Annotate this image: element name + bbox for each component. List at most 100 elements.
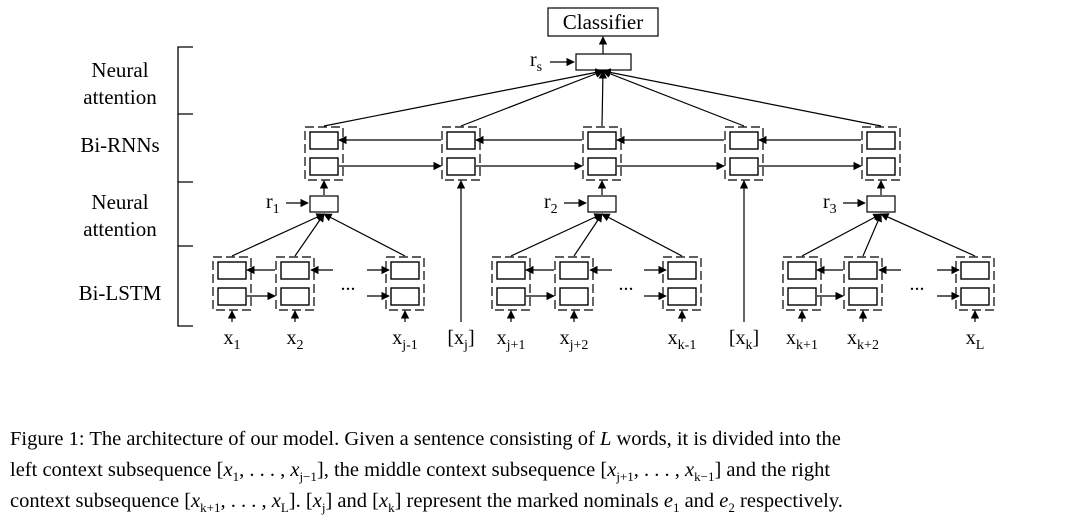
lstm-group-3-block-3-frame — [955, 256, 995, 311]
token-10: xk+2 — [847, 327, 879, 353]
lstm-to-r-arrow — [880, 213, 976, 257]
level-label-bi-rnns: Bi-RNNs — [80, 133, 159, 157]
rnn-to-rs-arrow — [602, 68, 882, 127]
lstm-group-3-block-1-frame — [782, 256, 822, 311]
lstm-group-3-block-1-backward-cell — [787, 261, 817, 280]
r2-label: r2 — [544, 191, 558, 217]
r-label-sub: 2 — [551, 202, 558, 217]
lstm-to-r-arrow — [601, 213, 683, 257]
lstm-group-1-block-1-forward-cell — [217, 287, 247, 306]
token-base: x — [287, 327, 297, 349]
rnn-block-4-frame — [724, 126, 764, 181]
token-9: xk+1 — [786, 327, 818, 353]
caption-math: x — [223, 459, 233, 481]
r2-box — [587, 195, 617, 213]
caption-text: respectively. — [734, 490, 843, 512]
caption-line-3: context subsequence [xk+1, . . . , xL]. … — [10, 486, 1072, 517]
token-2: x2 — [287, 327, 304, 353]
lstm-group-2-block-3-forward-cell — [667, 287, 697, 306]
lstm-group-3-block-3-forward-cell — [960, 287, 990, 306]
level-label-attention-bottom-1: Neural — [91, 190, 148, 214]
token-sub: j — [463, 338, 468, 353]
lstm-group-1-block-1-backward-cell — [217, 261, 247, 280]
token-sub: 2 — [297, 338, 304, 353]
token-sub: j-1 — [401, 338, 418, 353]
rs-box — [575, 53, 632, 71]
lstm-group-1-block-2-backward-cell — [280, 261, 310, 280]
lstm-group-2-block-3-backward-cell — [667, 261, 697, 280]
token-base: x — [668, 327, 678, 349]
r1-label: r1 — [266, 191, 280, 217]
lstm-ellipsis: ... — [341, 273, 356, 295]
caption-text: ]. [ — [288, 490, 313, 512]
figure-caption: Figure 1: The architecture of our model.… — [10, 424, 1072, 517]
rnn-block-1-forward-cell — [309, 157, 339, 176]
token-sub: k — [746, 338, 753, 353]
lstm-group-2-block-2-backward-cell — [559, 261, 589, 280]
caption-math-sub: 1 — [672, 500, 680, 516]
caption-text: ], the middle context subsequence [ — [316, 459, 608, 481]
rnn-block-3-backward-cell — [587, 131, 617, 150]
rnn-block-5-backward-cell — [866, 131, 896, 150]
token-base: [x — [447, 327, 464, 349]
caption-math: e — [719, 490, 729, 512]
level-label-attention-top-2: attention — [83, 85, 157, 109]
rnn-block-3-forward-cell — [587, 157, 617, 176]
caption-math-sub: 2 — [728, 500, 735, 516]
lstm-to-r-arrow — [323, 213, 406, 257]
rnn-to-rs-arrow — [602, 69, 745, 127]
lstm-group-3-block-1-forward-cell — [787, 287, 817, 306]
lstm-group-1-block-3-backward-cell — [390, 261, 420, 280]
rs-label-base: r — [530, 49, 537, 71]
level-label-bi-lstm: Bi-LSTM — [79, 281, 162, 305]
caption-math-sub: j — [321, 500, 326, 516]
token-sub: k+2 — [857, 338, 879, 353]
level-label-attention-top-1: Neural — [91, 58, 148, 82]
rnn-block-3-frame — [582, 126, 622, 181]
lstm-group-3-block-3-backward-cell — [960, 261, 990, 280]
r1-box — [309, 195, 339, 213]
token-sub: k+1 — [796, 338, 818, 353]
caption-math-sub: k−1 — [694, 469, 715, 485]
caption-text: ] and [ — [325, 490, 379, 512]
rnn-block-2-frame — [441, 126, 481, 181]
token-5: xj+1 — [497, 327, 526, 353]
lstm-group-3-block-2-forward-cell — [848, 287, 878, 306]
token-base: [x — [729, 327, 746, 349]
rnn-block-1-backward-cell — [309, 131, 339, 150]
lstm-to-r-arrow — [862, 213, 882, 257]
token-8: [xk] — [729, 327, 759, 353]
lstm-group-1-block-2-forward-cell — [280, 287, 310, 306]
caption-text: and — [679, 490, 720, 512]
lstm-group-2-block-2-frame — [554, 256, 594, 311]
lstm-group-2-block-1-forward-cell — [496, 287, 526, 306]
lstm-group-2-block-3-frame — [662, 256, 702, 311]
caption-math: x — [607, 459, 617, 481]
caption-text: context subsequence [ — [10, 490, 192, 512]
caption-math-sub: k — [388, 500, 395, 516]
rnn-block-4-backward-cell — [729, 131, 759, 150]
token-base: x — [966, 327, 976, 349]
token-11: xL — [966, 327, 985, 353]
classifier-label: Classifier — [563, 10, 643, 34]
caption-math: L — [599, 428, 612, 450]
caption-text: Figure 1: The architecture of our model.… — [10, 428, 600, 450]
caption-math: x — [378, 490, 389, 512]
caption-text: left context subsequence [ — [10, 459, 224, 481]
lstm-to-r-arrow — [573, 213, 603, 257]
token-base: x — [497, 327, 507, 349]
level-bracket — [177, 46, 193, 327]
lstm-group-1-block-3-frame — [385, 256, 425, 311]
token-1: x1 — [224, 327, 241, 353]
caption-math: x — [271, 490, 281, 512]
token-3: xj-1 — [392, 327, 418, 353]
lstm-to-r-arrow — [294, 213, 325, 257]
token-bracket: ] — [468, 327, 475, 349]
caption-math-sub: L — [280, 500, 289, 516]
caption-text: , . . . , — [239, 459, 291, 481]
token-base: x — [224, 327, 234, 349]
caption-line-1: Figure 1: The architecture of our model.… — [10, 424, 1072, 455]
lstm-to-r-arrow — [801, 213, 882, 257]
